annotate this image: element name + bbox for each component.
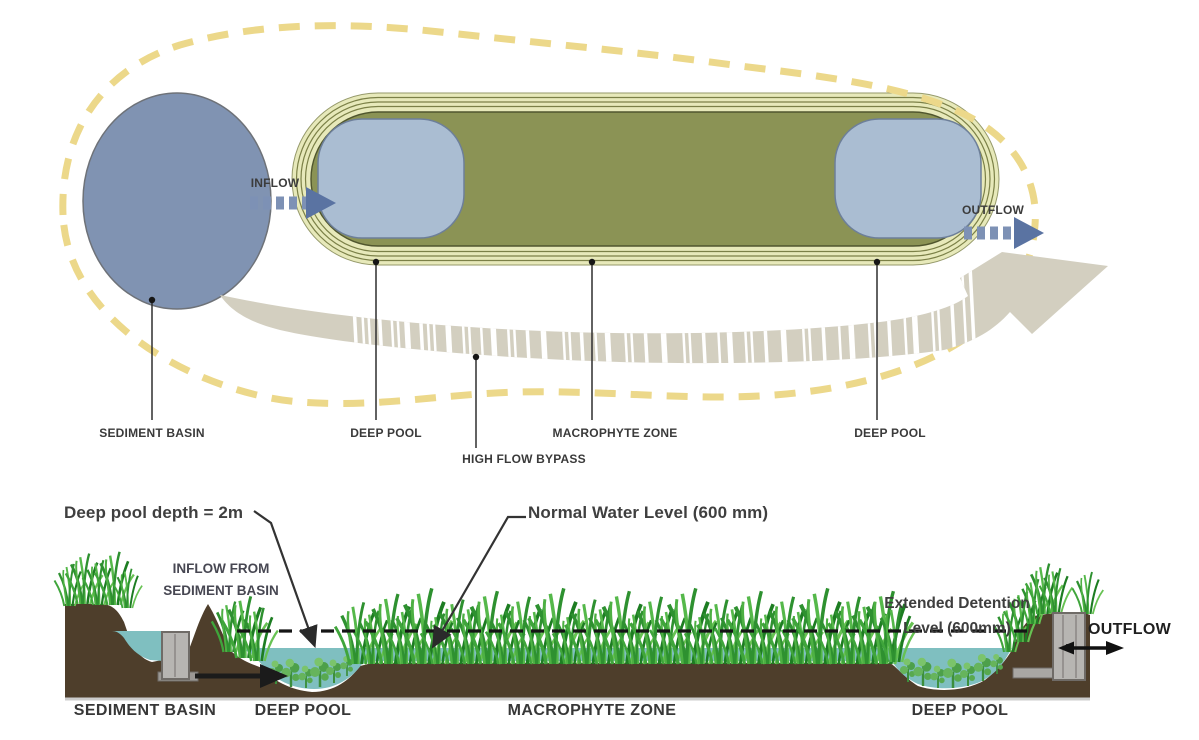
plan-view [59, 22, 1108, 448]
outflow-label: OUTFLOW [961, 203, 1025, 217]
section-outflow-label: OUTFLOW [1088, 621, 1171, 638]
soil-profile [65, 604, 1090, 698]
inflow-label: INFLOW [250, 176, 300, 190]
extended-detention-line1: Extended Detention [884, 595, 1030, 612]
normal-water-level-leader [431, 515, 526, 649]
plan-leader-lines [151, 262, 878, 448]
high-flow-bypass-arrow [220, 252, 1108, 364]
sediment-basin-area [82, 92, 272, 310]
plan-deep-pool-left-label: DEEP POOL [350, 426, 422, 440]
plan-leader-dots [148, 258, 881, 361]
site-boundary-dashed [59, 22, 1039, 407]
normal-water-level-label: Normal Water Level (600 mm) [528, 503, 769, 522]
inflow-from-line1: INFLOW FROM [172, 561, 270, 576]
plan-sediment-basin-label: SEDIMENT BASIN [99, 426, 205, 440]
inflow-from-sediment-basin-label: INFLOW FROM SEDIMENT BASIN [163, 558, 279, 601]
inflow-from-line2: SEDIMENT BASIN [163, 582, 279, 598]
plan-high-flow-bypass-label: HIGH FLOW BYPASS [462, 452, 586, 466]
section-leaders [253, 510, 526, 649]
section-deep-pool-left-label: DEEP POOL [254, 702, 352, 719]
inflow-arrow [250, 187, 336, 219]
section-macrophyte-zone-label: MACROPHYTE ZONE [507, 702, 677, 719]
deep-pool-right-area [834, 118, 982, 239]
plan-macrophyte-zone-label: MACROPHYTE ZONE [552, 426, 678, 440]
wetland-cell [291, 92, 1000, 266]
sediment-basin-water [112, 631, 163, 661]
cross-section [53, 510, 1124, 701]
inlet-structure [157, 631, 288, 688]
outlet-structure [1012, 612, 1124, 681]
section-sediment-basin-label: SEDIMENT BASIN [73, 702, 217, 719]
deep-pool-left-area [317, 118, 465, 239]
extended-detention-label: Extended Detention Level (600mm) [884, 591, 1030, 641]
plan-deep-pool-right-label: DEEP POOL [854, 426, 926, 440]
outflow-arrow-section [1058, 641, 1124, 655]
extended-detention-line2: Level (600mm) [903, 620, 1011, 638]
section-deep-pool-right-label: DEEP POOL [911, 702, 1009, 719]
deep-pool-depth-label: Deep pool depth = 2m [64, 503, 244, 522]
outflow-arrow [964, 217, 1044, 249]
deep-pool-depth-leader [253, 510, 318, 649]
